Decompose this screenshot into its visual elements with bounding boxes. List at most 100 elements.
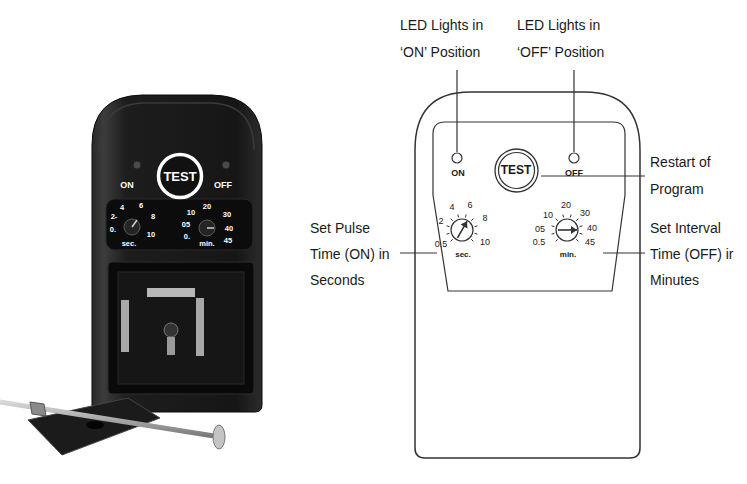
dial-knob <box>556 219 578 241</box>
scale-label: min. <box>199 240 214 248</box>
dial-tick <box>451 239 453 241</box>
dial-tick <box>447 225 450 227</box>
test-button: TEST <box>156 152 204 200</box>
scale-label: OFF <box>214 181 232 190</box>
interval-knob-mark <box>207 227 214 229</box>
dial-tick <box>471 219 473 221</box>
callout-text: Restart of Program <box>650 149 740 203</box>
dial-plate <box>106 199 253 250</box>
scale-label: 2- <box>111 213 118 221</box>
terminal-blade <box>196 298 204 356</box>
dial-arrowhead <box>571 226 577 234</box>
dial-tick <box>552 233 555 235</box>
scale-label: sec. <box>455 251 471 259</box>
scale-label: 4 <box>449 203 454 212</box>
terminal-post <box>164 323 178 337</box>
callout-text: Set Pulse Time (ON) in Seconds <box>310 215 398 293</box>
screw-nut <box>30 402 46 416</box>
dial-tick <box>576 219 578 221</box>
callout-text: Set Interval Time (OFF) ir Minutes <box>650 215 745 293</box>
button-label: TEST <box>163 169 196 184</box>
scale-label: min. <box>560 251 576 259</box>
dial-tick <box>570 215 572 218</box>
housing-body <box>92 95 262 412</box>
led-off <box>222 161 230 169</box>
gasket-hole <box>86 421 104 429</box>
led-on <box>452 153 462 163</box>
dial-tick <box>465 215 467 218</box>
scale-label: 30 <box>580 209 590 218</box>
scale-label: 10 <box>543 211 553 220</box>
dial-tick <box>457 215 459 218</box>
led-off <box>569 153 579 163</box>
dial-arrowhead <box>461 221 468 228</box>
scale-label: 20 <box>203 203 211 211</box>
housing-bevel <box>100 103 254 150</box>
leader-line <box>603 252 645 253</box>
button-ring <box>159 155 202 198</box>
dial-tick <box>556 239 558 241</box>
scale-label: 45 <box>585 238 595 247</box>
housing-outline <box>415 92 640 458</box>
leader-line <box>573 70 574 152</box>
terminal-blade <box>147 288 195 297</box>
dial-tick <box>580 233 583 235</box>
scale-label: 0. <box>184 233 190 241</box>
callout-text: LED Lights in ‘ON’ Position <box>400 12 505 66</box>
dial-tick <box>471 239 473 241</box>
dial-tick <box>451 219 453 221</box>
leader-line <box>541 175 645 176</box>
screw-head <box>213 425 225 449</box>
socket-inner <box>118 272 244 384</box>
scale-label: OFF <box>565 169 583 178</box>
scale-label: 2 <box>438 217 443 226</box>
scale-label: 10 <box>187 209 195 217</box>
dial-tick <box>556 219 558 221</box>
scale-label: 0. <box>110 226 116 234</box>
scale-label: 0.5 <box>435 240 448 249</box>
scale-label: 30 <box>223 211 231 219</box>
dial-tick <box>576 239 578 241</box>
socket-frame <box>108 262 254 394</box>
scale-label: 10 <box>480 238 490 247</box>
screw-shaft <box>0 402 214 436</box>
scale-label: 6 <box>467 201 472 210</box>
dial-tick <box>562 215 564 218</box>
leader-line <box>400 252 437 253</box>
scale-label: ON <box>451 169 465 178</box>
dial-tick <box>475 233 478 235</box>
scale-label: 10 <box>147 231 155 239</box>
scale-label: 0.5 <box>533 238 546 247</box>
dial-knob <box>451 219 473 241</box>
scale-label: 05 <box>535 225 545 234</box>
button-ring-inner <box>498 152 534 188</box>
dial-tick <box>447 233 450 235</box>
front-panel-outline <box>433 122 625 291</box>
pulse-knob <box>124 219 140 235</box>
terminal-blade <box>121 300 129 352</box>
scale-label: 8 <box>482 214 487 223</box>
scale-label: 40 <box>587 224 597 233</box>
dial-tick <box>580 225 583 227</box>
test-button: TEST <box>494 148 539 193</box>
scale-label: ON <box>120 181 134 190</box>
led-on <box>133 161 141 169</box>
scale-label: 6 <box>139 202 143 210</box>
dial-tick <box>475 225 478 227</box>
button-label: TEST <box>501 163 532 177</box>
leader-line <box>456 70 457 152</box>
pulse-knob-mark <box>132 220 137 227</box>
scale-label: 05 <box>182 221 190 229</box>
scale-label: 8 <box>151 213 155 221</box>
scale-label: 40 <box>225 225 233 233</box>
dial-tick <box>552 225 555 227</box>
scale-label: 45 <box>224 237 232 245</box>
scale-label: 20 <box>561 201 571 210</box>
scale-label: sec. <box>122 240 137 248</box>
terminal-pin <box>167 337 175 355</box>
callout-text: LED Lights in ‘OFF’ Position <box>517 12 622 66</box>
scale-label: 4 <box>120 204 124 212</box>
interval-knob <box>199 220 215 236</box>
dial-pointer <box>458 221 468 237</box>
